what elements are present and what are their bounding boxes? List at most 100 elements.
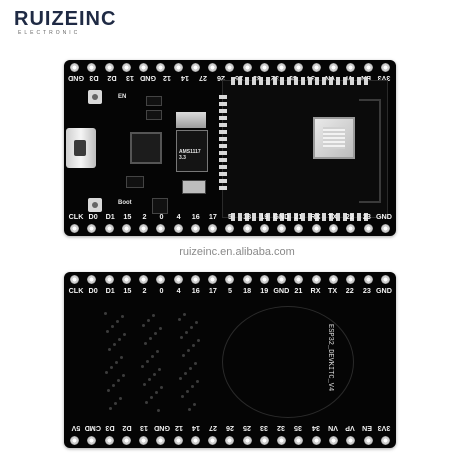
via xyxy=(145,401,148,404)
header-pin-hole xyxy=(104,275,114,284)
regulator-tab xyxy=(176,112,206,128)
regulator-label: AMS1117 3.3 xyxy=(179,149,201,161)
module-pad xyxy=(273,213,277,221)
module-pad xyxy=(294,213,298,221)
via xyxy=(184,372,187,375)
header-pin-hole xyxy=(208,63,218,72)
header-pin-hole xyxy=(259,63,269,72)
pin-label: 12 xyxy=(174,424,183,433)
via xyxy=(160,386,163,389)
pin-label: VN xyxy=(327,424,338,433)
via xyxy=(181,395,184,398)
micro-usb-port xyxy=(66,128,96,168)
module-pad xyxy=(357,213,361,221)
en-label: EN xyxy=(118,94,127,100)
via xyxy=(186,390,189,393)
pin-label: 15 xyxy=(123,212,132,221)
pin-label: 2 xyxy=(142,286,147,295)
header-pin-hole xyxy=(328,275,338,284)
pin-label: GND xyxy=(140,74,157,83)
header-pin-hole xyxy=(242,224,252,233)
header-pin-hole xyxy=(259,224,269,233)
via xyxy=(111,325,114,328)
via xyxy=(151,355,154,358)
pin-label: 5V xyxy=(71,424,81,433)
pin-label: 2 xyxy=(142,212,147,221)
via xyxy=(188,408,191,411)
header-pin-hole xyxy=(225,275,235,284)
module-pad xyxy=(219,172,227,176)
module-pad xyxy=(364,77,368,85)
header-pin-hole xyxy=(190,436,200,445)
module-pad xyxy=(350,77,354,85)
header-pin-hole xyxy=(328,224,338,233)
pin-label: 3V3 xyxy=(377,424,391,433)
header-pin-hole xyxy=(156,63,166,72)
module-pad xyxy=(219,144,227,148)
top-header-holes xyxy=(64,63,396,72)
shield-chip xyxy=(313,117,355,159)
via xyxy=(180,336,183,339)
header-pin-hole xyxy=(242,436,252,445)
module-pad xyxy=(336,77,340,85)
pin-label: RX xyxy=(310,286,321,295)
module-pad xyxy=(287,77,291,85)
module-pad xyxy=(238,77,242,85)
via xyxy=(120,356,123,359)
via xyxy=(159,327,162,330)
pin-label: 19 xyxy=(260,212,269,221)
pin-label: 25 xyxy=(243,424,252,433)
via xyxy=(182,354,185,357)
via xyxy=(155,391,158,394)
header-pin-hole xyxy=(70,224,79,233)
header-pin-hole xyxy=(121,63,131,72)
module-pad xyxy=(280,213,284,221)
pin-label: GND xyxy=(153,424,170,433)
module-pad xyxy=(219,137,227,141)
pin-label: 34 xyxy=(311,424,320,433)
header-pin-hole xyxy=(104,224,114,233)
via xyxy=(147,319,150,322)
via xyxy=(121,315,124,318)
module-pad xyxy=(266,213,270,221)
pin-label: 0 xyxy=(159,286,164,295)
module-pad xyxy=(219,165,227,169)
via xyxy=(114,402,117,405)
pin-label: GND xyxy=(375,286,392,295)
header-pin-hole xyxy=(311,436,321,445)
pin-label: 14 xyxy=(180,74,189,83)
usb-uart-chip xyxy=(130,132,162,164)
header-pin-hole xyxy=(139,436,149,445)
via xyxy=(115,361,118,364)
header-pin-hole xyxy=(104,63,114,72)
via xyxy=(189,367,192,370)
pin-label: 33 xyxy=(260,424,269,433)
header-pin-hole xyxy=(190,275,200,284)
pin-label: 16 xyxy=(191,286,200,295)
pin-label: 23 xyxy=(362,286,371,295)
back-top-header-holes xyxy=(64,275,396,284)
pin-label: 22 xyxy=(345,286,354,295)
header-pin-hole xyxy=(225,63,235,72)
pin-label: 5 xyxy=(227,212,232,221)
via xyxy=(153,373,156,376)
header-pin-hole xyxy=(346,224,356,233)
pin-label: 14 xyxy=(191,424,200,433)
module-pad xyxy=(294,77,298,85)
pin-label: 16 xyxy=(191,212,200,221)
watermark: ruizeinc.en.alibaba.com xyxy=(179,246,295,258)
pin-label: CLK xyxy=(68,286,84,295)
module-pad xyxy=(343,77,347,85)
header-pin-hole xyxy=(380,436,390,445)
via xyxy=(193,403,196,406)
module-pad xyxy=(308,213,312,221)
header-pin-hole xyxy=(208,224,218,233)
via xyxy=(141,365,144,368)
pin-label: 0 xyxy=(159,212,164,221)
via xyxy=(192,344,195,347)
module-pad xyxy=(245,213,249,221)
header-pin-hole xyxy=(346,275,356,284)
